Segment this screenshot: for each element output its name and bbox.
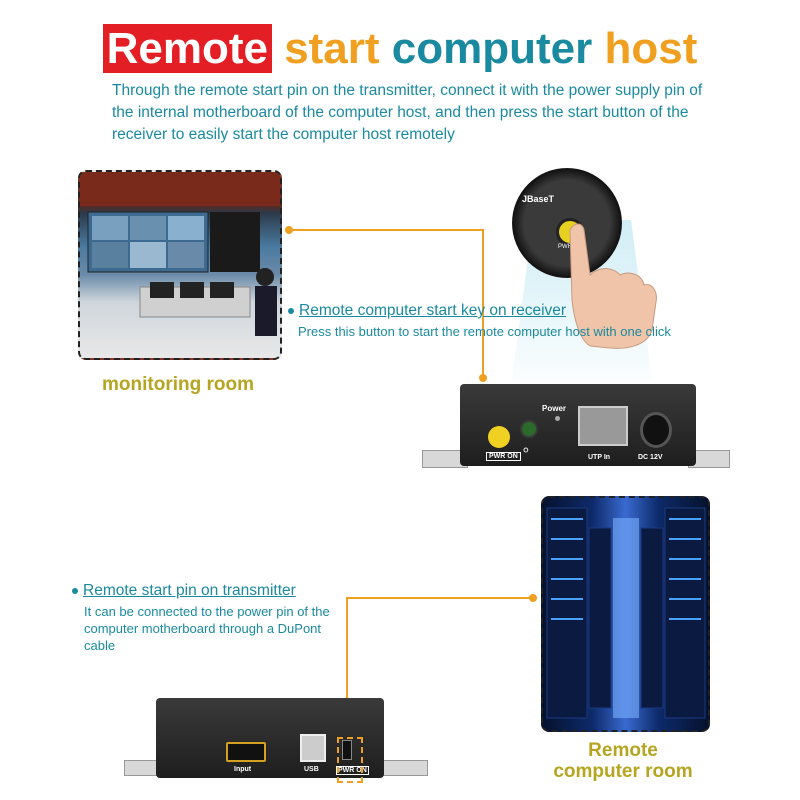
monitoring-room-photo	[78, 170, 282, 360]
connector-line-horizontal	[290, 229, 484, 231]
computer-room-caption: Remote computer room	[540, 740, 706, 782]
title-word-start: start	[284, 24, 380, 73]
title-word-computer: computer	[391, 24, 593, 73]
title-word-remote: Remote	[102, 24, 272, 73]
receiver-dc-label: DC 12V	[638, 454, 663, 461]
pwr-pin-highlight	[337, 737, 363, 783]
bullet-icon	[288, 307, 294, 314]
closeup-brand: JBaseT	[522, 194, 555, 204]
transmitter-callout-heading: Remote start pin on transmitter	[72, 582, 296, 600]
server-room-photo	[541, 496, 710, 732]
dc-jack-icon	[640, 412, 672, 448]
transmitter-callout-description: It can be connected to the power pin of …	[84, 604, 330, 653]
receiver-power-label: Power	[542, 404, 567, 413]
title-word-host: host	[604, 24, 698, 73]
page-subtitle: Through the remote start pin on the tran…	[112, 82, 703, 143]
connector-line-vertical	[482, 229, 484, 377]
connector-dot-receiver	[479, 374, 487, 382]
power-led-icon	[555, 416, 560, 421]
audio-jack-icon	[520, 420, 538, 438]
receiver-pwr-on-label: PWR ON	[486, 452, 521, 461]
transmitter-pwr-on-label: PWR ON	[336, 766, 369, 775]
transmitter-bracket-right	[382, 760, 428, 776]
receiver-device: PWR ON ⚬ Power UTP In DC 12V	[460, 384, 696, 466]
monitoring-room-caption: monitoring room	[102, 374, 254, 395]
connector-line-transmitter-horizontal	[346, 597, 532, 599]
connector-dot-monitoring	[285, 226, 293, 234]
closeup-pwr-label: PWR	[558, 244, 572, 250]
page-title: Remote start computer host	[0, 24, 800, 74]
pwr-pin-header-icon	[342, 740, 352, 760]
finger-hand-icon	[569, 223, 657, 349]
hdmi-port-icon	[226, 742, 266, 762]
connector-line-transmitter-vertical	[346, 597, 348, 737]
computer-room-caption-line1: Remote	[588, 740, 658, 761]
receiver-callout-heading: Remote computer start key on receiver	[288, 302, 566, 320]
receiver-utp-label: UTP In	[588, 454, 611, 461]
transmitter-input-label: Input	[234, 766, 252, 773]
usb-port-icon	[300, 734, 326, 762]
transmitter-usb-label: USB	[304, 766, 319, 773]
bullet-icon	[72, 587, 78, 594]
computer-room-caption-line2: computer room	[553, 761, 693, 782]
headphone-icon: ⚬	[520, 442, 532, 458]
connector-dot-server	[529, 594, 537, 602]
receiver-start-button[interactable]	[488, 426, 510, 448]
rj45-port-icon	[578, 406, 628, 446]
receiver-callout-description: Press this button to start the remote co…	[298, 324, 671, 339]
